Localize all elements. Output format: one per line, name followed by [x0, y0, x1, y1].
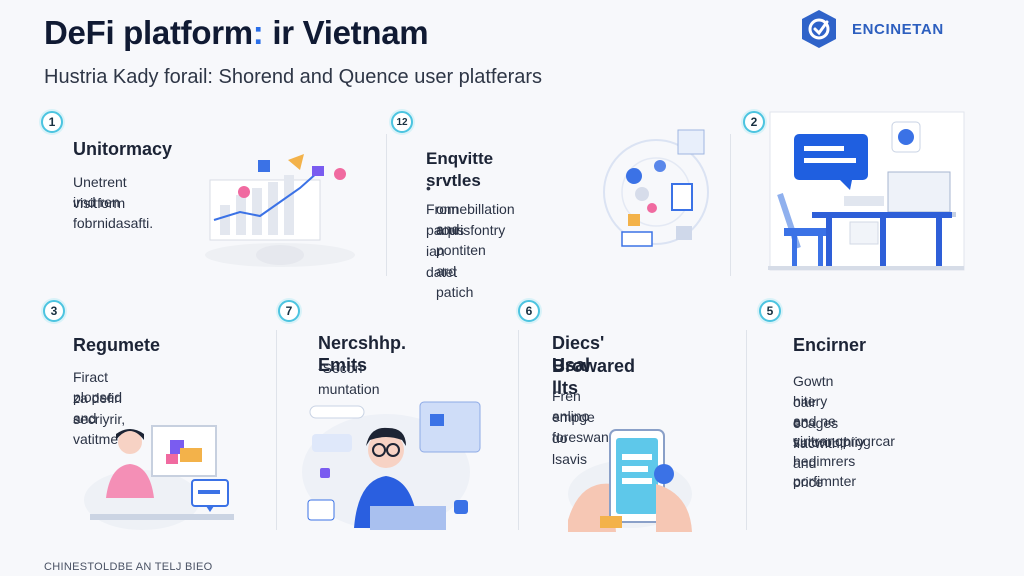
card-desc-line: hedimrers orice — [793, 453, 856, 490]
step-badge: 3 — [43, 300, 65, 322]
brand[interactable]: ENCINETAN — [798, 8, 944, 50]
card-desc-line: • From paous ian datet — [426, 180, 465, 280]
card-desc-line: porfimnter — [793, 473, 857, 489]
card-desc-line: viritranoprogrcar — [793, 433, 895, 449]
desk-illustration — [768, 111, 965, 271]
page-subtitle: Hustria Kady forail: Shorend and Quence … — [44, 66, 543, 88]
step-badge: 6 — [518, 300, 540, 322]
divider — [746, 330, 747, 530]
card-title: Nercshhp. Emits — [318, 333, 407, 375]
divider — [276, 330, 277, 530]
title-tail: ir Vietnam — [263, 14, 429, 51]
card-desc-line: Fren empge do lsavis — [552, 388, 595, 467]
phone-illustration — [568, 429, 692, 532]
title-colon: : — [252, 14, 264, 51]
network-illustration — [603, 129, 709, 247]
step-badge: 5 — [759, 300, 781, 322]
footer-text: CHINESTOLDBE AN TELJ BIEO — [44, 561, 213, 573]
page-title: DeFi platform: ir Vietnam — [44, 14, 429, 52]
card-desc-line: onnebillation a prisfontry — [436, 201, 515, 238]
step-badge: 12 — [391, 111, 413, 133]
step-badge: 2 — [743, 111, 765, 133]
card-desc-line: Unetrent visitform — [73, 174, 127, 211]
card-title: Enqvitte srvtles — [426, 149, 494, 190]
chart-illustration — [205, 154, 355, 267]
card-title: Unitormacy — [73, 139, 173, 159]
card-desc-line: anlino foreswands — [552, 408, 624, 445]
brand-name: ENCINETAN — [852, 20, 944, 38]
card-desc-line: hitery on fiacwith, — [793, 393, 844, 451]
card-title: Diecs' Usal — [552, 333, 605, 375]
step-badge: 1 — [41, 111, 63, 133]
developer-illustration — [302, 401, 481, 530]
card-desc-line: -Secon muntation — [318, 360, 380, 397]
step-badge: 7 — [278, 300, 300, 322]
card-desc-line: and ne sutorouthiiy and — [793, 413, 865, 471]
card-title: Regumete — [73, 335, 161, 355]
card-desc-line: Firact za defiri secriyrir, — [73, 369, 126, 427]
brand-logo-icon — [802, 10, 836, 48]
divider — [518, 330, 519, 530]
card-desc-line: plopsed and vatitmes — [73, 389, 126, 447]
person-laptop-illustration — [84, 425, 234, 530]
title-main: DeFi platform — [44, 14, 253, 51]
card-desc-line: imd ren fobrnidasafti. — [73, 194, 154, 231]
card-title: Encirner — [793, 335, 867, 355]
divider — [730, 134, 731, 276]
card-desc-line: Gowtn oair ecages — [793, 373, 839, 431]
card-title: Browared llts — [552, 356, 636, 398]
card-desc-line: and pontiten ard patich — [436, 221, 486, 300]
divider — [386, 134, 387, 276]
